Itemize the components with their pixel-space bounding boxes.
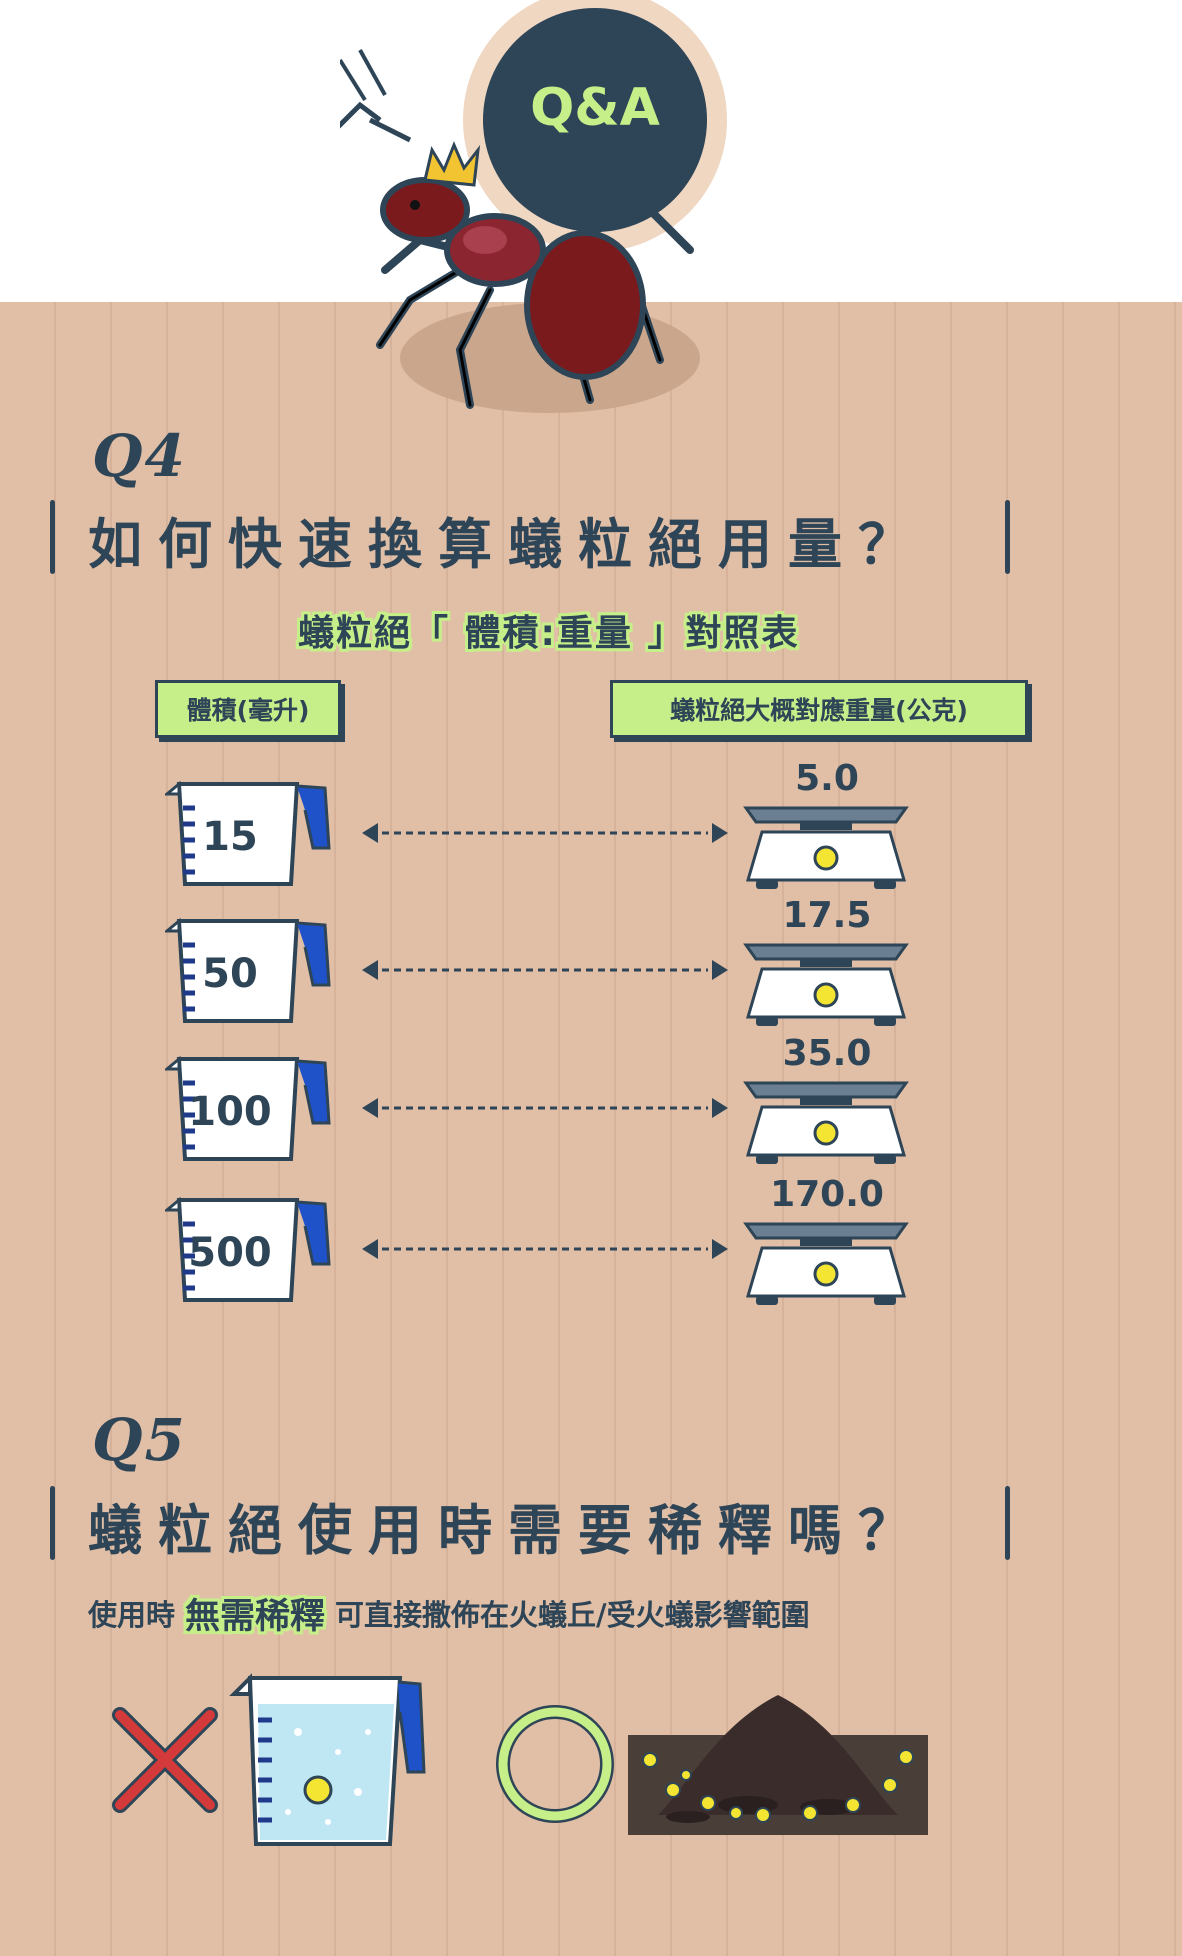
table-row: 500 170.0	[0, 1174, 1182, 1314]
desc-suffix: 可直接撒佈在火蟻丘/受火蟻影響範圍	[335, 1598, 810, 1632]
q4-label: Q4	[92, 422, 187, 490]
green-circle-icon	[496, 1705, 614, 1823]
double-arrow-icon	[362, 1239, 728, 1259]
title-bar-right	[1005, 1486, 1010, 1560]
weighing-scale-icon	[740, 937, 912, 1033]
q5-title: 蟻粒絕使用時需要稀釋嗎？	[88, 1499, 928, 1562]
measuring-cup-icon: 50	[162, 915, 335, 1025]
weight-value: 17.5	[782, 895, 872, 936]
weighing-scale-icon	[740, 1216, 912, 1312]
q5-label: Q5	[92, 1406, 187, 1474]
title-bar-left	[50, 1486, 55, 1560]
table-row: 50 17.5	[0, 895, 1182, 1035]
q5-description: 使用時 無需稀釋 可直接撒佈在火蟻丘/受火蟻影響範圍	[88, 1588, 810, 1638]
double-arrow-icon	[362, 1098, 728, 1118]
volume-value: 15	[202, 814, 258, 860]
volume-column-header: 體積(毫升)	[155, 680, 341, 738]
tan-background	[0, 302, 1182, 1956]
volume-value: 500	[188, 1230, 272, 1276]
table-title: 蟻粒絕「 體積:重量 」對照表	[298, 613, 800, 654]
qa-badge: Q&A	[483, 8, 707, 232]
table-row: 100 35.0	[0, 1033, 1182, 1173]
weighing-scale-icon	[740, 800, 912, 896]
red-cross-icon	[112, 1707, 218, 1813]
weighing-scale-icon	[740, 1075, 912, 1171]
title-bar-right	[1005, 500, 1010, 574]
water-cup-icon	[229, 1673, 426, 1846]
title-bar-left	[50, 500, 55, 574]
volume-value: 50	[202, 951, 258, 997]
q4-title: 如何快速換算蟻粒絕用量？	[88, 513, 928, 576]
ant-mound-icon	[628, 1695, 928, 1835]
measuring-cup-icon: 100	[162, 1053, 335, 1163]
weight-value: 35.0	[782, 1033, 872, 1074]
measuring-cup-icon: 15	[162, 778, 335, 888]
fire-ant-icon	[333, 0, 727, 413]
header-illustration: Q&A	[333, 0, 780, 440]
weight-column-header: 蟻粒絕大概對應重量(公克)	[610, 680, 1028, 738]
desc-prefix: 使用時	[88, 1598, 176, 1632]
qa-badge-text: Q&A	[530, 78, 660, 138]
volume-value: 100	[188, 1089, 272, 1135]
measuring-cup-icon: 500	[162, 1194, 335, 1304]
desc-highlight: 無需稀釋	[185, 1596, 326, 1637]
weight-value: 170.0	[770, 1174, 884, 1215]
double-arrow-icon	[362, 823, 728, 843]
double-arrow-icon	[362, 960, 728, 980]
weight-value: 5.0	[795, 758, 859, 799]
